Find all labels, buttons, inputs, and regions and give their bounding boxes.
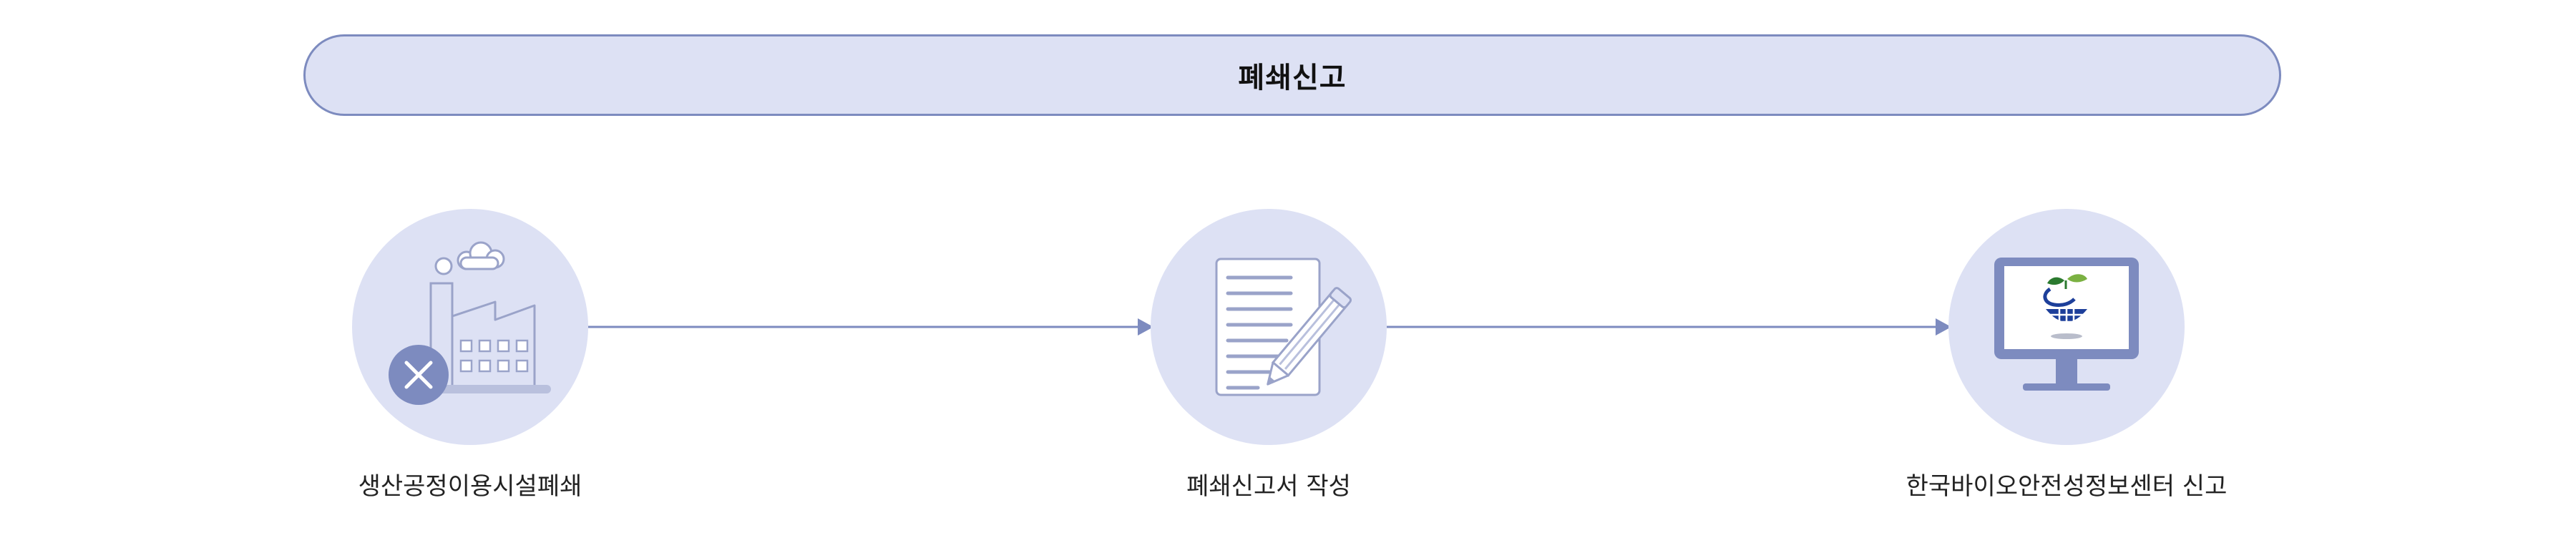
header-banner: 폐쇄신고 bbox=[303, 34, 2281, 116]
step-1-circle bbox=[352, 209, 588, 445]
step-3-label: 한국바이오안전성정보센터 신고 bbox=[1906, 472, 2228, 501]
biosafety-logo bbox=[2043, 274, 2087, 339]
step-2-circle bbox=[1151, 209, 1387, 445]
page-title: 폐쇄신고 bbox=[1238, 62, 1347, 94]
document-pencil-icon bbox=[1215, 258, 1352, 396]
step-1-label: 생산공정이용시설폐쇄 bbox=[358, 472, 582, 501]
step-2-label: 폐쇄신고서 작성 bbox=[1186, 472, 1351, 501]
arrow-step2-to-step3 bbox=[1387, 318, 1951, 336]
monitor-logo-icon bbox=[1994, 258, 2139, 391]
factory-closed-icon bbox=[389, 241, 551, 405]
arrow-step1-to-step2 bbox=[588, 318, 1153, 336]
step-3-circle bbox=[1948, 209, 2185, 445]
